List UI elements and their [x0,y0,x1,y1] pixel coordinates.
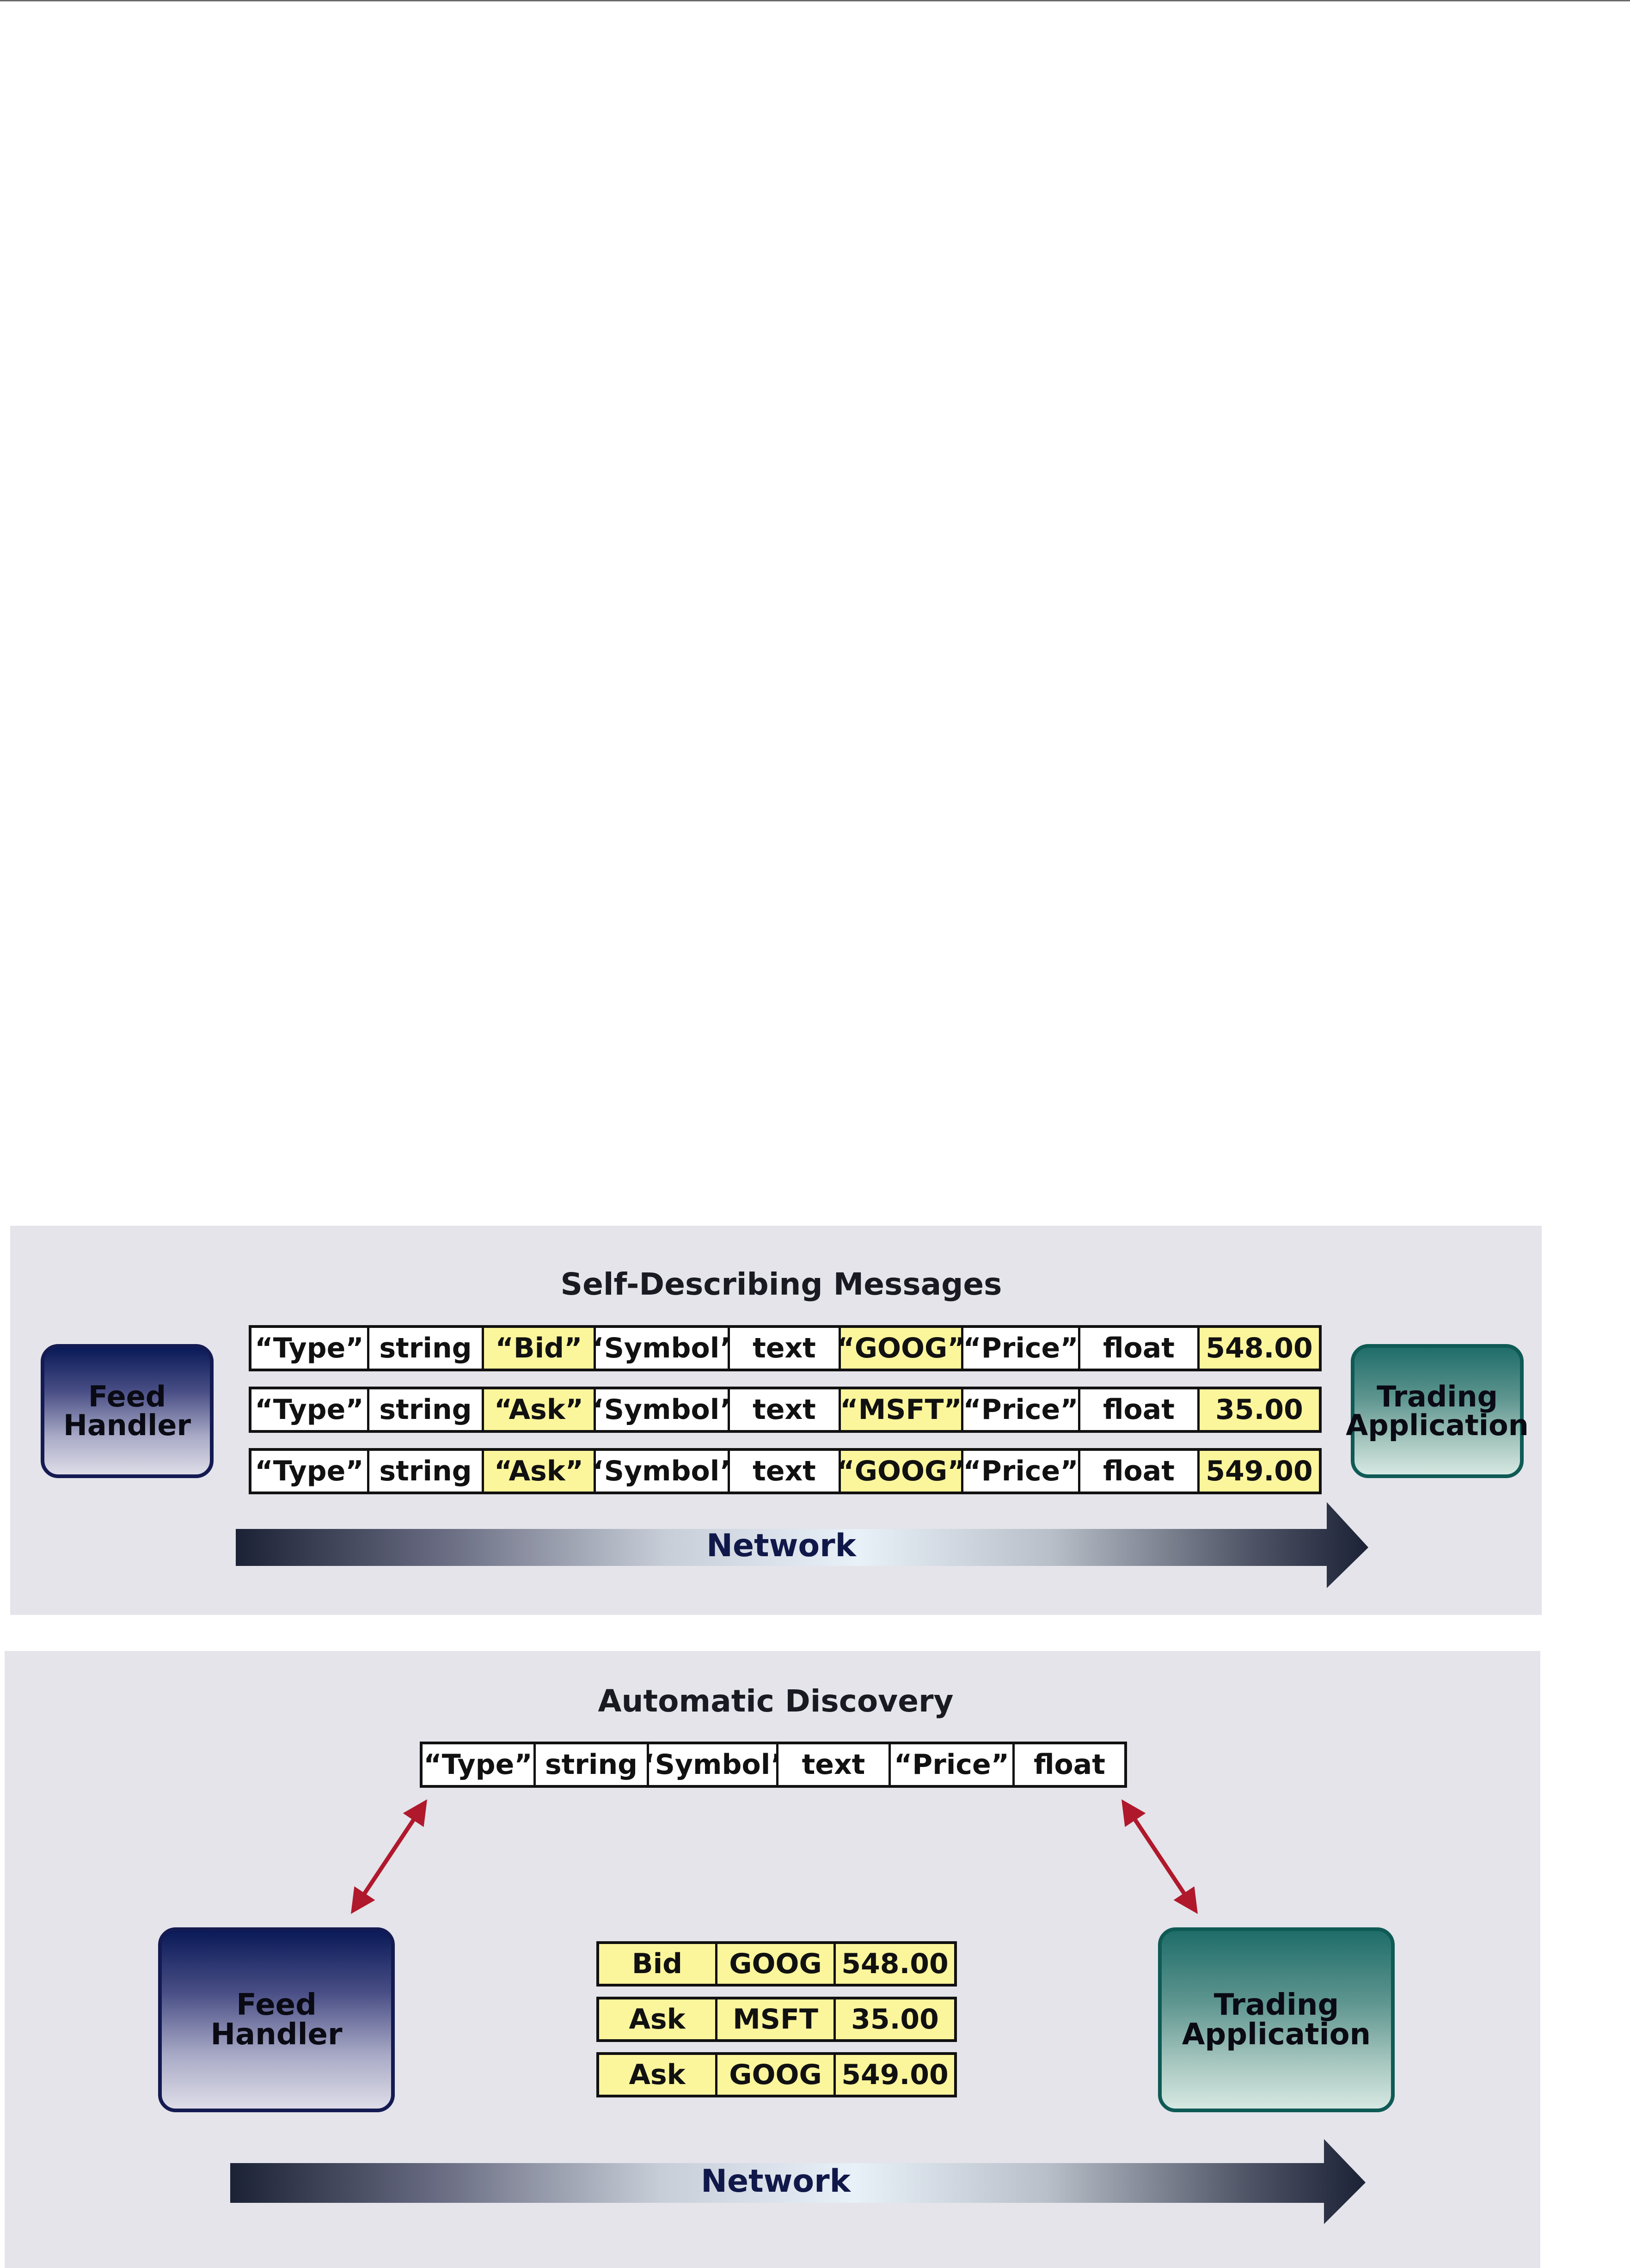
feed-handler-box: Feed Handler [41,1344,214,1478]
feed-handler-label-line2: Handler [210,2017,343,2052]
data-cell: 548.00 [836,1944,954,1984]
message-cell: text [730,1328,841,1369]
message-row: “Type” string “Ask” “Symbol” text “GOOG”… [249,1448,1322,1494]
data-cell: 549.00 [836,2055,954,2095]
message-cell-highlight: 35.00 [1200,1389,1319,1430]
data-cell: GOOG [717,1944,836,1984]
message-cell-highlight: “Ask” [484,1389,596,1430]
message-cell-highlight: 548.00 [1200,1328,1319,1369]
message-cell: “Type” [251,1389,369,1430]
automatic-discovery-title: Automatic Discovery [598,1683,954,1719]
message-cell: float [1080,1328,1200,1369]
schema-cell: “Price” [891,1744,1015,1785]
message-cell: string [369,1389,484,1430]
feed-handler-label-line1: Feed [236,1988,317,2022]
feed-handler-label-line2: Handler [63,1408,191,1442]
feed-handler-label-line1: Feed [88,1380,166,1413]
message-cell-highlight: “MSFT” [841,1389,963,1430]
message-cell: string [369,1451,484,1492]
data-cell: GOOG [717,2055,836,2095]
message-cell: “Price” [963,1389,1080,1430]
message-cell-highlight: “GOOG” [841,1328,963,1369]
message-cell: “Symbol” [596,1451,730,1492]
message-cell: float [1080,1389,1200,1430]
schema-cell: “Symbol” [649,1744,778,1785]
data-row: Ask GOOG 549.00 [596,2052,957,2097]
trading-application-label-line1: Trading [1376,1380,1498,1413]
message-cell: “Type” [251,1451,369,1492]
schema-cell: text [778,1744,891,1785]
message-cell: “Type” [251,1328,369,1369]
message-cell: “Symbol” [596,1328,730,1369]
network-arrow [230,2139,1366,2224]
top-rule [0,0,1630,1]
network-label: Network [701,2163,851,2200]
message-cell-highlight: “Ask” [484,1451,596,1492]
message-row: “Type” string “Bid” “Symbol” text “GOOG”… [249,1325,1322,1371]
data-cell: Bid [599,1944,717,1984]
trading-application-box: Trading Application [1346,1344,1529,1478]
schema-cell: string [536,1744,649,1785]
data-cell: Ask [599,2055,717,2095]
data-row: Ask MSFT 35.00 [596,1997,957,2042]
message-cell-highlight: 549.00 [1200,1451,1319,1492]
data-cell: Ask [599,1999,717,2039]
feed-handler-box: Feed Handler [158,1927,395,2112]
message-cell: “Price” [963,1328,1080,1369]
schema-cell: float [1015,1744,1124,1785]
trading-application-label-line2: Application [1346,1408,1529,1442]
message-cell: float [1080,1451,1200,1492]
schema-cell: “Type” [423,1744,536,1785]
data-row: Bid GOOG 548.00 [596,1941,957,1987]
message-cell: “Symbol” [596,1389,730,1430]
self-describing-title: Self-Describing Messages [560,1266,1002,1302]
message-cell: “Price” [963,1451,1080,1492]
message-cell: text [730,1451,841,1492]
message-cell: string [369,1328,484,1369]
data-cell: MSFT [717,1999,836,2039]
message-row: “Type” string “Ask” “Symbol” text “MSFT”… [249,1387,1322,1433]
data-cell: 35.00 [836,1999,954,2039]
trading-application-box: Trading Application [1158,1927,1395,2112]
network-label: Network [706,1528,856,1564]
message-cell: text [730,1389,841,1430]
trading-application-label-line1: Trading [1213,1988,1339,2022]
network-arrow [236,1502,1368,1588]
message-cell-highlight: “Bid” [484,1328,596,1369]
trading-application-label-line2: Application [1182,2017,1371,2052]
schema-row: “Type” string “Symbol” text “Price” floa… [420,1742,1127,1788]
message-cell-highlight: “GOOG” [841,1451,963,1492]
